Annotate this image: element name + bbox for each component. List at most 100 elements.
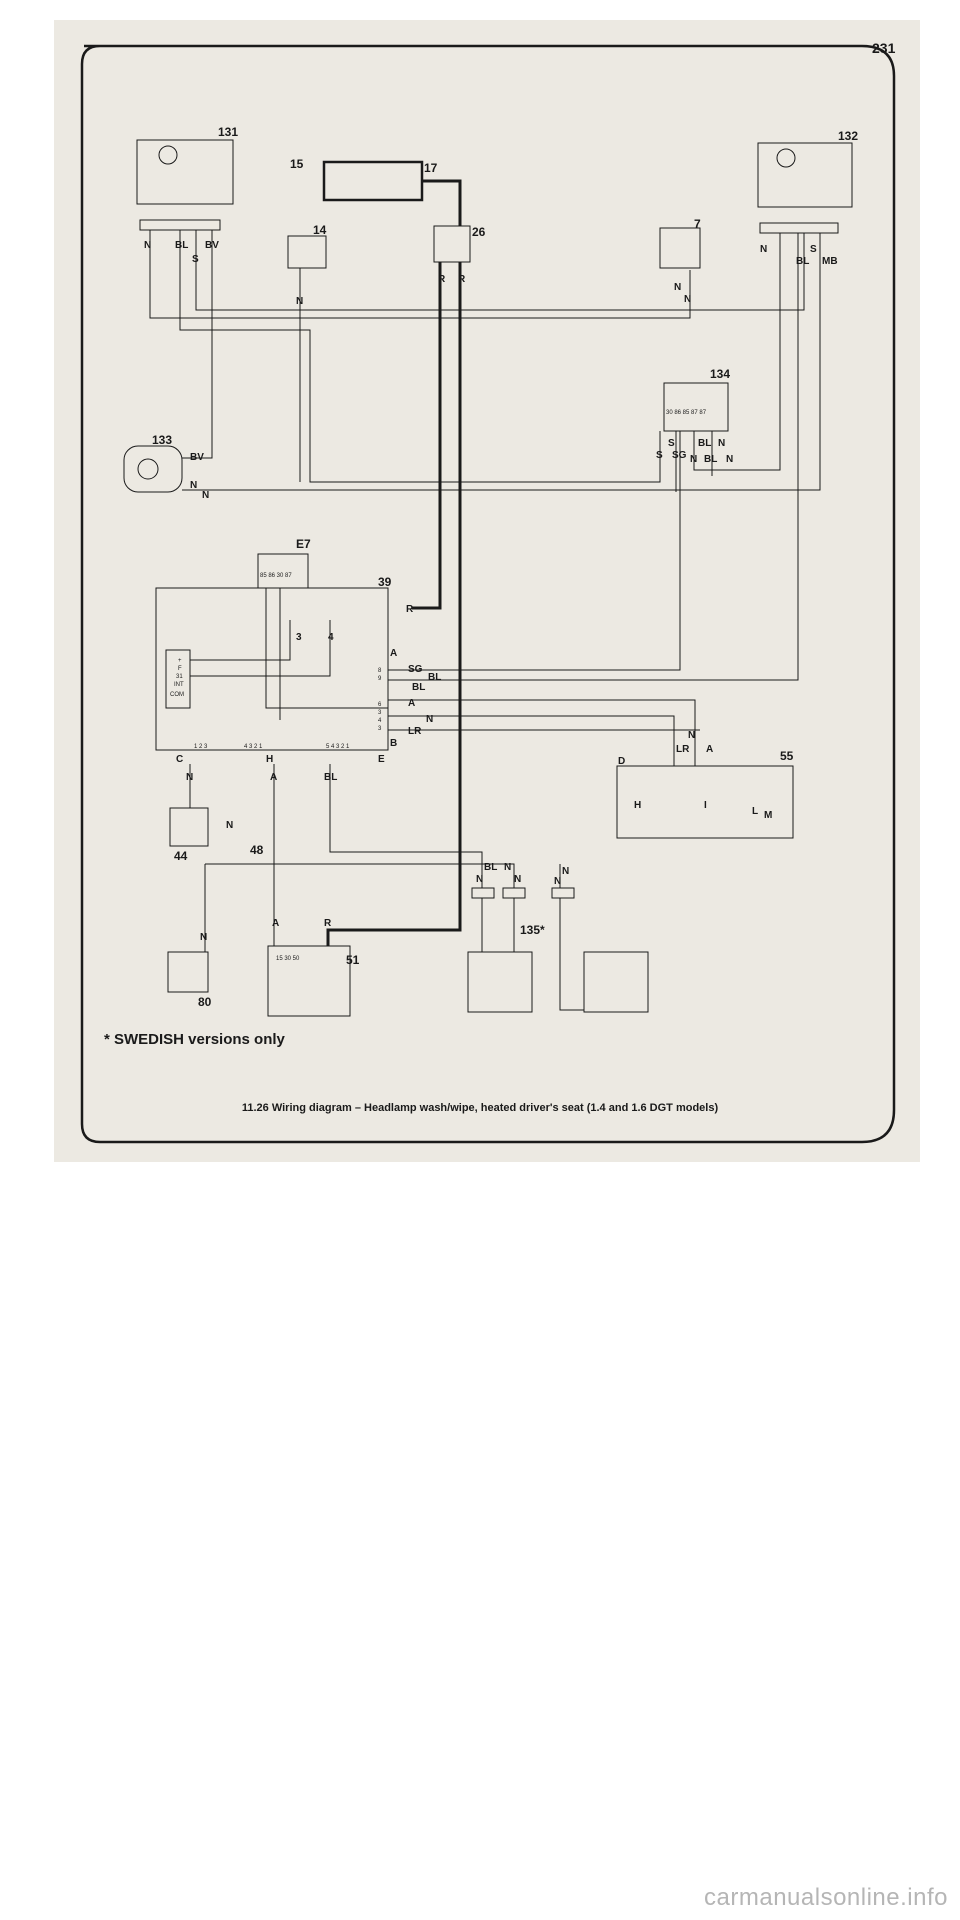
wire-SG: SG: [408, 664, 423, 675]
control-unit-39: [155, 587, 389, 751]
wire-SG: SG: [672, 450, 687, 461]
wire-N: N: [144, 240, 151, 251]
wire-BL: BL: [484, 862, 497, 873]
motor-icon: [158, 145, 178, 165]
connector-n2: [551, 887, 575, 899]
label-55: 55: [780, 749, 794, 763]
wire-MB: MB: [822, 256, 838, 267]
connector-D: D: [618, 756, 625, 767]
switch-M-label: M: [764, 810, 772, 821]
connector-H: H: [266, 754, 273, 765]
b-pin-6: 6: [378, 702, 382, 708]
wire-BL: BL: [412, 682, 425, 693]
wire-N: N: [426, 714, 433, 725]
wire-N: N: [296, 296, 303, 307]
label-80: 80: [198, 995, 212, 1009]
label-15: 15: [290, 157, 304, 171]
wire-N: N: [476, 874, 483, 885]
r134-pin-labels: 30 86 85 87 87: [666, 410, 707, 416]
component-7-box: [659, 227, 701, 269]
label-51: 51: [346, 953, 360, 967]
wire-A: A: [706, 744, 713, 755]
footnote: * SWEDISH versions only: [104, 1031, 285, 1048]
diagram-frame: [80, 44, 896, 1144]
switch-H-label: H: [634, 800, 641, 811]
c51-pin-labels: 15 30 50: [276, 956, 300, 962]
h-pin-labels: 4 3 2 1: [244, 744, 263, 750]
wire-N: N: [690, 454, 697, 465]
wire-N: N: [226, 820, 233, 831]
wire-A: A: [270, 772, 277, 783]
wire-N: N: [504, 862, 511, 873]
wire-N: N: [726, 454, 733, 465]
b-pin-3b: 3: [378, 726, 382, 732]
label-17: 17: [424, 161, 438, 175]
wire-BL: BL: [428, 672, 441, 683]
wire-S: S: [656, 450, 663, 461]
relay-E7-box: [257, 553, 309, 589]
switch-51-box: [267, 945, 351, 1017]
fusebox-17: [322, 160, 424, 202]
wire-LR: LR: [408, 726, 422, 737]
label-39: 39: [378, 575, 392, 589]
wire-N: N: [718, 438, 725, 449]
component-132-box: [757, 142, 853, 208]
label-E7: E7: [296, 537, 311, 551]
a-pin-8: 8: [378, 668, 382, 674]
pump-133-box: [123, 445, 183, 493]
scanned-page: [54, 20, 920, 1162]
pin-COM: COM: [170, 692, 184, 698]
seat-element-1: [467, 951, 533, 1013]
wire-N: N: [760, 244, 767, 255]
relay-134-box: [663, 382, 729, 432]
wire-BL: BL: [175, 240, 188, 251]
wire-N: N: [186, 772, 193, 783]
wire-R: R: [406, 604, 414, 615]
wire-BV: BV: [205, 240, 219, 251]
page-number: 231: [872, 40, 896, 56]
wire-S: S: [192, 254, 199, 265]
wire-N: N: [684, 294, 691, 305]
wire-N: N: [688, 730, 695, 741]
label-48: 48: [250, 843, 264, 857]
wire-N: N: [554, 876, 561, 887]
connector-B: B: [390, 738, 397, 749]
pin-31: 31: [176, 674, 183, 680]
pin-F: F: [178, 666, 182, 672]
switch-55-box: [616, 765, 794, 839]
wire-N: N: [202, 490, 209, 501]
b-pin-4: 4: [378, 718, 382, 724]
relay-3-label: 3: [296, 632, 302, 643]
component-44-box: [169, 807, 209, 847]
connector-A: A: [390, 648, 397, 659]
label-26: 26: [472, 225, 486, 239]
motor-icon: [137, 458, 159, 480]
component-14-box: [287, 235, 327, 269]
label-132: 132: [838, 129, 858, 143]
e-pin-labels: 5 4 3 2 1: [326, 744, 350, 750]
wire-A: A: [408, 698, 415, 709]
pin-block: [165, 649, 191, 709]
e7-pin-labels: 85 86 30 87: [260, 573, 292, 579]
component-80-box: [167, 951, 209, 993]
a-pin-9: 9: [378, 676, 382, 682]
label-133: 133: [152, 433, 172, 447]
wire-N: N: [562, 866, 569, 877]
wire-BL: BL: [704, 454, 717, 465]
connector-132: [759, 222, 839, 234]
relay-4-label: 4: [328, 632, 334, 643]
wire-N: N: [190, 480, 197, 491]
pin-plus: +: [178, 658, 182, 664]
label-44: 44: [174, 849, 188, 863]
wire-BL: BL: [698, 438, 711, 449]
g-pin-labels: 1 2 3: [194, 744, 208, 750]
wire-BL: BL: [324, 772, 337, 783]
component-131-box: [136, 139, 234, 205]
switch-I-label: I: [704, 800, 707, 811]
website-watermark: carmanualsonline.info: [704, 1884, 948, 1911]
switch-L-label: L: [752, 806, 758, 817]
wire-N: N: [200, 932, 207, 943]
wire-A: A: [272, 918, 279, 929]
wire-N: N: [674, 282, 681, 293]
figure-caption: 11.26 Wiring diagram – Headlamp wash/wip…: [241, 1102, 719, 1114]
